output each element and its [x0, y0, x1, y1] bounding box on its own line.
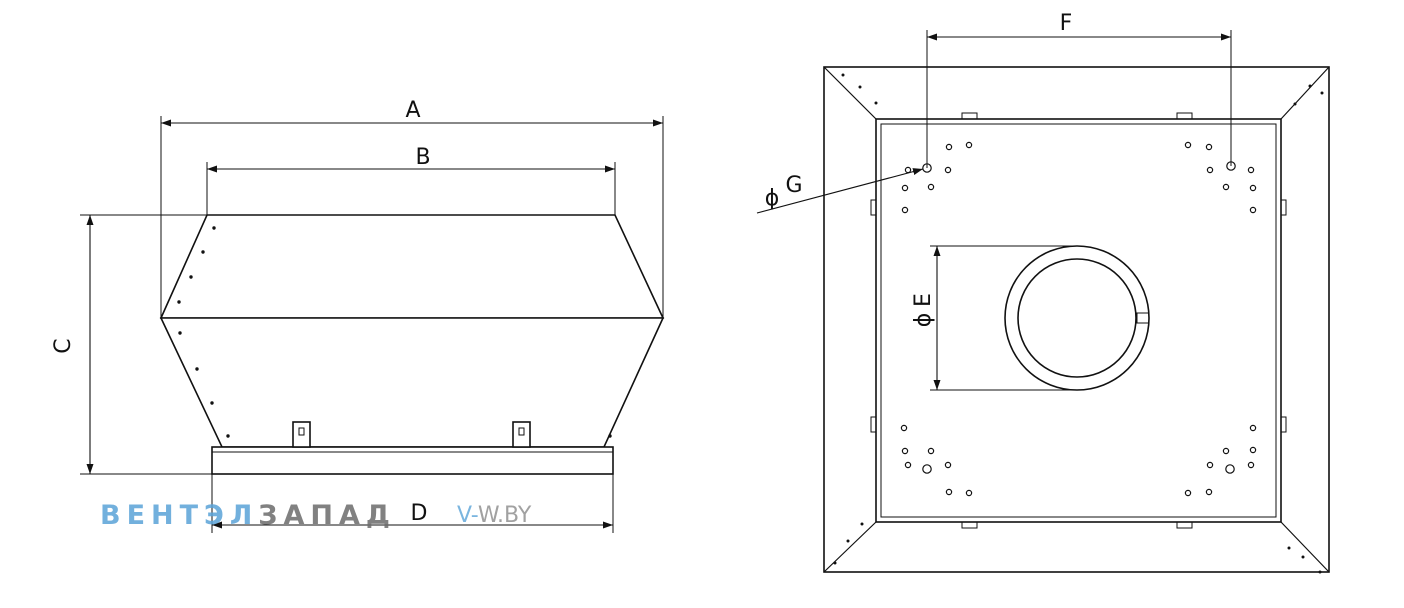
- side-view: [80, 116, 665, 533]
- watermark-site: V-W.BY: [457, 503, 531, 528]
- label-c: C: [51, 338, 76, 353]
- top-duct-ring: [1004, 245, 1150, 391]
- side-base-plate: [211, 446, 614, 475]
- watermark-site-part1: V-: [457, 503, 478, 528]
- top-view: [756, 30, 1330, 574]
- watermark-brand-part2: ЗАПАД: [258, 500, 396, 531]
- side-hood-lower: [159, 317, 665, 448]
- label-g-symbol: ϕ: [765, 186, 780, 211]
- watermark-site-part2: W.BY: [477, 503, 532, 528]
- top-inner-frame: [875, 118, 1282, 523]
- label-e-symbol: ϕ: [911, 313, 936, 328]
- side-rivets: [177, 226, 612, 438]
- label-e: E: [911, 293, 936, 307]
- top-edge-tabs: [870, 112, 1287, 529]
- label-d: D: [411, 501, 428, 526]
- label-a: A: [405, 98, 420, 123]
- watermark-brand: ВЕНТЭЛЗАПАД: [100, 500, 396, 531]
- watermark-brand-part1: ВЕНТЭЛ: [100, 500, 259, 531]
- label-f: F: [1060, 11, 1073, 36]
- top-mounting-holes: [900, 141, 1257, 497]
- label-g: G: [785, 173, 802, 198]
- label-b: B: [415, 145, 430, 170]
- side-hood-upper: [159, 214, 665, 319]
- leader-g: [756, 168, 924, 214]
- top-frame-rivets: [833, 73, 1324, 574]
